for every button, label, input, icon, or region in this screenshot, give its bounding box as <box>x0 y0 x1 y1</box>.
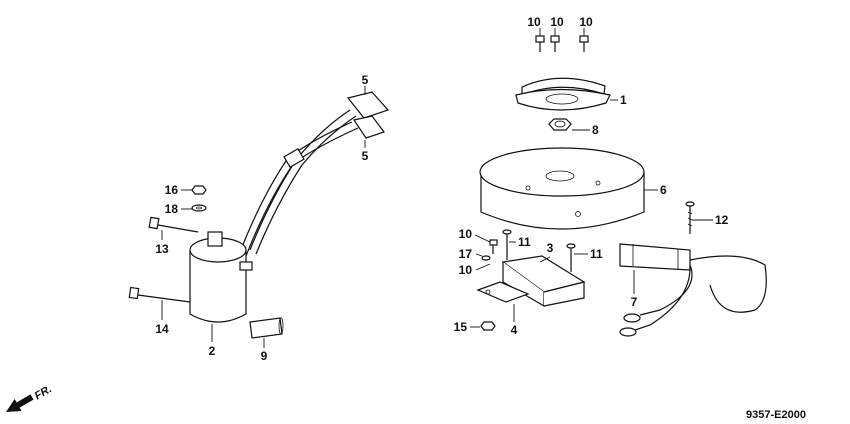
callout-12: 12 <box>715 213 729 227</box>
callout-5: 5 <box>362 149 369 163</box>
callout-10: 10 <box>527 15 541 29</box>
bolt-10-group <box>535 35 589 52</box>
callout-10: 10 <box>459 263 473 277</box>
callout-15: 15 <box>454 320 468 334</box>
callout-6: 6 <box>660 183 667 197</box>
direction-label: FR. <box>33 383 54 402</box>
bolt-icon <box>535 35 545 52</box>
diagram-code: 9357-E2000 <box>746 409 806 421</box>
callout-17: 17 <box>459 247 473 261</box>
callout-10: 10 <box>550 15 564 29</box>
bolt-13 <box>148 216 199 233</box>
wire-harness <box>619 243 767 337</box>
bolt-14 <box>128 286 191 303</box>
flywheel <box>479 147 645 230</box>
ignition-leads <box>239 91 390 257</box>
bracket-4 <box>476 281 530 303</box>
callout-4: 4 <box>511 323 518 337</box>
screw-11a <box>502 229 512 260</box>
sleeve-9 <box>249 317 284 339</box>
callout-2: 2 <box>209 344 216 358</box>
callout-16: 16 <box>165 183 179 197</box>
front-direction-arrow-icon: FR. <box>6 383 54 412</box>
callout-8: 8 <box>592 123 599 137</box>
washer-17 <box>481 255 491 261</box>
callout-11: 11 <box>518 235 531 249</box>
bolt-10-coil <box>489 239 498 254</box>
nut-8 <box>548 118 572 131</box>
callout-1: 1 <box>620 93 627 107</box>
nut-15 <box>480 321 496 331</box>
ignition-coil <box>189 231 253 323</box>
callout-14: 14 <box>155 322 169 336</box>
screw-11b <box>566 243 576 272</box>
bolt-icon <box>579 35 589 52</box>
callout-13: 13 <box>155 242 169 256</box>
callout-18: 18 <box>165 202 179 216</box>
callout-11: 11 <box>590 247 603 261</box>
callout-5: 5 <box>362 73 369 87</box>
callout-10: 10 <box>579 15 593 29</box>
callout-9: 9 <box>261 349 268 363</box>
screw-12 <box>685 201 695 234</box>
bolt-icon <box>550 35 560 52</box>
washer-18 <box>191 204 207 212</box>
nut-16 <box>191 185 207 195</box>
callout-3: 3 <box>547 241 554 255</box>
leader-lines <box>161 28 713 348</box>
callout-10: 10 <box>459 227 473 241</box>
flywheel-cover-plate <box>515 77 611 111</box>
callouts: 10 10 10 1 8 6 12 5 5 16 18 13 14 2 9 10… <box>155 15 728 363</box>
charge-coil <box>501 255 586 308</box>
callout-7: 7 <box>631 295 638 309</box>
